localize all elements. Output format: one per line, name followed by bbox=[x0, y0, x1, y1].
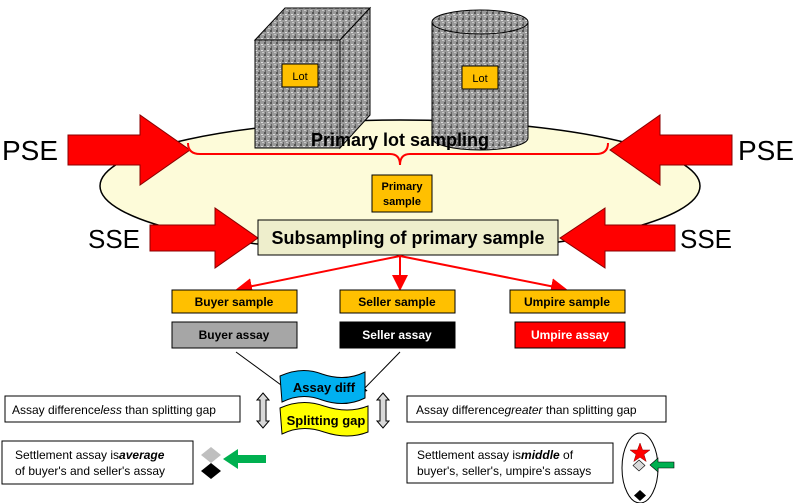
left-settlement-line2: of buyer's and seller's assay bbox=[15, 464, 165, 478]
left-condition-text: Assay differenceless than splitting gap bbox=[12, 403, 216, 417]
buyer-assay-label: Buyer assay bbox=[199, 328, 270, 342]
black-diamond-icon bbox=[201, 463, 221, 479]
gray-diamond-icon-right bbox=[632, 459, 646, 472]
sse-left-label: SSE bbox=[88, 224, 140, 254]
splitting-gap-label: Splitting gap bbox=[287, 413, 366, 428]
right-settlement-box bbox=[406, 442, 614, 484]
right-settlement-line2: buyer's, seller's, umpire's assays bbox=[417, 464, 591, 478]
arrow-to-umpire bbox=[399, 255, 567, 295]
primary-sample-line2: sample bbox=[383, 196, 421, 208]
sse-left-arrow bbox=[149, 207, 259, 269]
right-condition-box bbox=[406, 395, 667, 423]
lot-cube-label: Lot bbox=[292, 71, 307, 83]
pse-right-arrow bbox=[609, 114, 733, 186]
subsampling-label: Subsampling of primary sample bbox=[271, 228, 544, 248]
seller-assay-box bbox=[339, 321, 456, 349]
gray-diamond-icon bbox=[201, 447, 221, 463]
buyer-sample-label: Buyer sample bbox=[195, 295, 274, 309]
arrow-seller-to-diff bbox=[359, 351, 401, 394]
assay-diff-label: Assay diff bbox=[293, 380, 356, 395]
subsampling-box bbox=[257, 219, 559, 256]
black-diamond-icon-right bbox=[634, 490, 646, 501]
pse-right-label: PSE bbox=[738, 135, 794, 166]
red-bracket bbox=[187, 142, 609, 166]
seller-sample-box bbox=[339, 289, 456, 314]
seller-assay-label: Seller assay bbox=[362, 328, 432, 342]
lot-cylinder-label: Lot bbox=[472, 73, 487, 85]
lot-cylinder: Lot bbox=[431, 9, 529, 151]
splitting-gap-flag bbox=[279, 402, 369, 437]
umpire-assay-label: Umpire assay bbox=[531, 328, 609, 342]
pse-left-arrow bbox=[67, 114, 191, 186]
primary-lot-sampling-title: Primary lot sampling bbox=[311, 130, 489, 150]
double-arrow-icon-left bbox=[255, 392, 271, 429]
right-settlement-line1: Settlement assay ismiddle of bbox=[417, 448, 574, 462]
green-arrow-icon-right bbox=[649, 457, 675, 473]
left-settlement-box bbox=[1, 440, 194, 485]
umpire-sample-box bbox=[509, 289, 626, 314]
double-arrow-icon-right bbox=[375, 392, 391, 429]
left-condition-box bbox=[4, 395, 241, 423]
assay-diff-flag bbox=[279, 370, 366, 404]
left-settlement-line1: Settlement assay isaverage bbox=[15, 448, 165, 462]
umpire-sample-label: Umpire sample bbox=[524, 295, 610, 309]
right-condition-text: Assay differencegreater than splitting g… bbox=[416, 403, 637, 417]
primary-sample-box bbox=[371, 174, 433, 213]
arrow-to-buyer bbox=[236, 255, 401, 295]
buyer-assay-box bbox=[171, 321, 298, 349]
umpire-assay-box bbox=[514, 321, 626, 349]
red-star-icon bbox=[629, 442, 651, 463]
primary-sample-line1: Primary bbox=[382, 181, 424, 193]
green-arrow-icon bbox=[223, 449, 266, 469]
seller-sample-label: Seller sample bbox=[358, 295, 436, 309]
pse-left-label: PSE bbox=[2, 135, 58, 166]
buyer-sample-box bbox=[171, 289, 298, 314]
lot-cube: Lot bbox=[253, 6, 372, 150]
sse-right-arrow bbox=[559, 207, 676, 269]
sse-right-label: SSE bbox=[680, 224, 732, 254]
